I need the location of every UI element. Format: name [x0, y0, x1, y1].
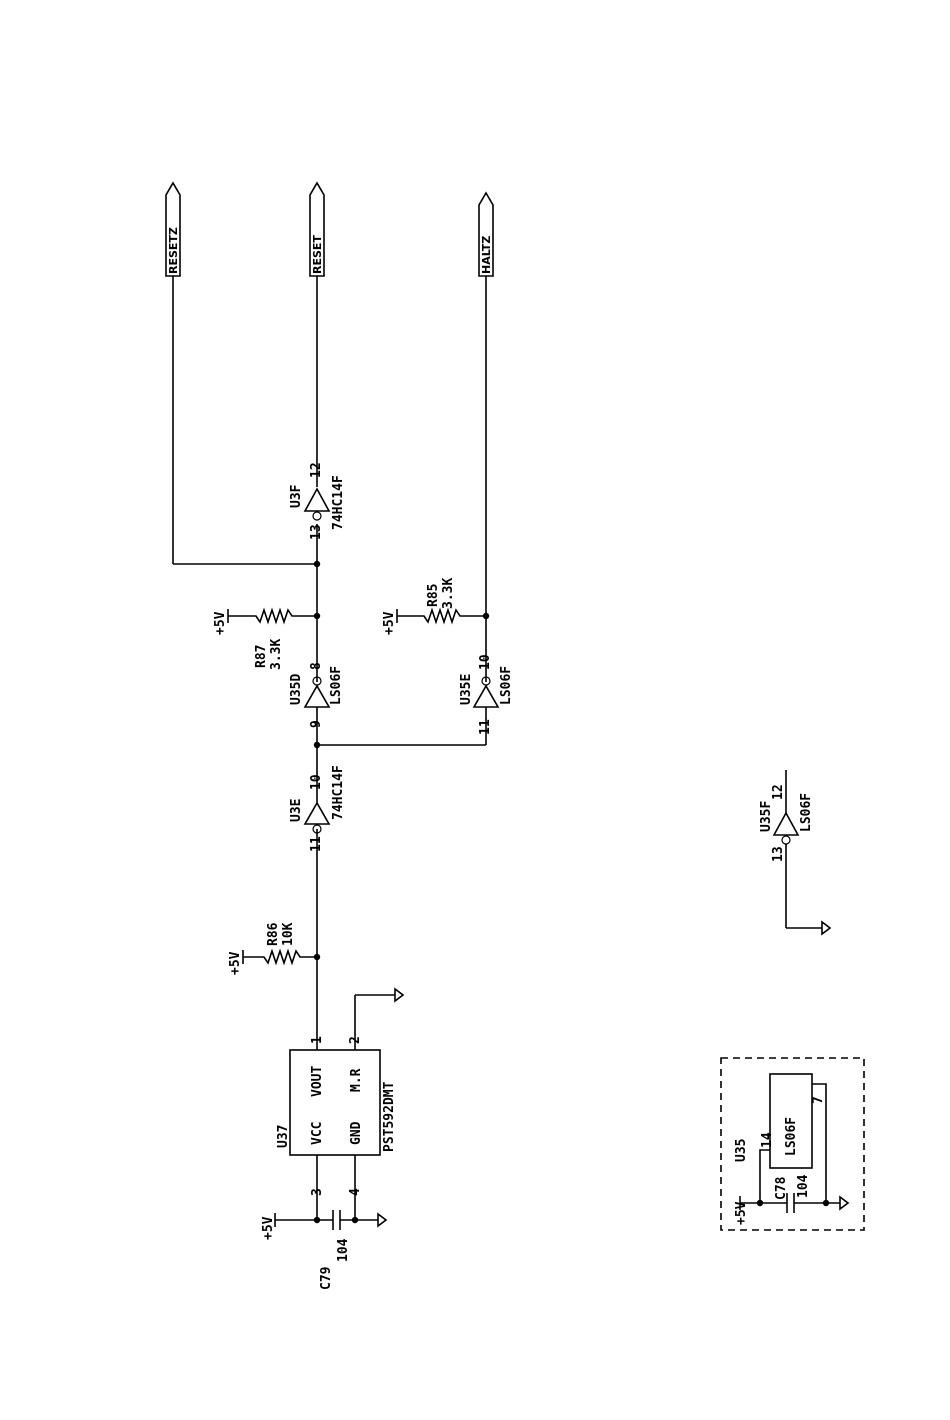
- u37-part: PST592DMT: [382, 1081, 397, 1152]
- u37-pin-3: 3: [310, 1188, 325, 1196]
- ground-symbol: [378, 1214, 386, 1226]
- r87-ref: R87: [254, 645, 269, 668]
- c78-value: 104: [796, 1174, 811, 1198]
- resistor-r87: +5V R87 3.3K: [213, 609, 317, 670]
- r85-supply: +5V: [382, 611, 397, 635]
- net-connector-reset: RESET: [310, 183, 324, 276]
- inverter-u3e: U3E 74HC14F 11 10: [289, 765, 346, 852]
- u35e-pin-in: 11: [478, 719, 493, 735]
- u3e-pin-out: 10: [309, 774, 324, 790]
- u37-vcc: VCC: [310, 1122, 325, 1145]
- power-decoupling-box: LS06F U35 14 7 +5V C78 104: [721, 1058, 864, 1230]
- u35e-type: LS06F: [499, 666, 514, 705]
- u35-pin-7: 7: [811, 1096, 826, 1104]
- u37-vout: VOUT: [310, 1066, 325, 1097]
- u37-pin-1: 1: [310, 1036, 325, 1044]
- c79-ref: C79: [319, 1267, 334, 1290]
- net-connector-haltz: HALTZ: [479, 193, 493, 276]
- u35d-pin-out: 8: [309, 662, 324, 670]
- r86-supply: +5V: [228, 951, 243, 975]
- u35d-ref: U35D: [289, 674, 304, 705]
- u3e-ref: U3E: [289, 799, 304, 822]
- u35f-pin-out: 12: [771, 784, 786, 800]
- u35-pin-14: 14: [760, 1132, 775, 1148]
- r86-value: 10K: [281, 922, 296, 946]
- u3f-type: 74HC14F: [331, 475, 346, 530]
- resistor-r86: +5V R86 10K: [228, 922, 317, 975]
- u37-pin-4: 4: [348, 1188, 363, 1196]
- net-connector-resetz: RESETZ: [166, 183, 180, 276]
- u37-mr: M.R: [349, 1068, 364, 1092]
- net-label-haltz: HALTZ: [480, 236, 493, 274]
- r85-value: 3.3K: [441, 578, 456, 609]
- wires: [173, 276, 486, 1220]
- c79-value: 104: [336, 1238, 351, 1262]
- net-label-resetz: RESETZ: [167, 227, 180, 274]
- u35e-ref: U35E: [459, 674, 474, 705]
- net-label-reset: RESET: [311, 235, 324, 274]
- u35-type: LS06F: [784, 1117, 799, 1156]
- capacitor-c79: +5V C79 104: [261, 1210, 351, 1290]
- power-box-supply: +5V: [734, 1201, 749, 1225]
- c78-ref: C78: [774, 1176, 789, 1200]
- resistor-r85: +5V R85 3.3K: [382, 578, 486, 635]
- inverter-u35f: U35F LS06F 13 12: [759, 770, 830, 934]
- u35f-type: LS06F: [799, 793, 814, 832]
- inverter-u35e: U35E LS06F 11 10: [459, 654, 514, 735]
- c79-supply: +5V: [261, 1216, 276, 1240]
- u37-gnd: GND: [349, 1121, 364, 1145]
- r87-supply: +5V: [213, 611, 228, 635]
- u35f-ref: U35F: [759, 801, 774, 832]
- u35-ref: U35: [734, 1139, 749, 1162]
- u3f-pin-out: 12: [309, 462, 324, 478]
- r86-ref: R86: [266, 922, 281, 946]
- inverter-u3f: U3F 74HC14F 13 12: [289, 462, 346, 540]
- u3f-pin-in: 13: [309, 524, 324, 540]
- u35f-pin-in: 13: [771, 846, 786, 862]
- u3f-ref: U3F: [289, 484, 304, 508]
- u37-ref: U37: [276, 1125, 291, 1148]
- u3e-pin-in: 11: [309, 836, 324, 852]
- r85-ref: R85: [426, 584, 441, 607]
- u35d-type: LS06F: [329, 666, 344, 705]
- u35e-pin-out: 10: [478, 654, 493, 670]
- u37-pin-2: 2: [348, 1036, 363, 1044]
- junction-dots: [314, 561, 489, 1223]
- ic-u37: U37 VCC VOUT GND M.R PST592DMT 1 2 3 4: [276, 1036, 397, 1196]
- r87-value: 3.3K: [269, 639, 284, 670]
- u35d-pin-in: 9: [309, 720, 324, 728]
- ground-symbol: [395, 989, 403, 1001]
- u3e-type: 74HC14F: [331, 765, 346, 820]
